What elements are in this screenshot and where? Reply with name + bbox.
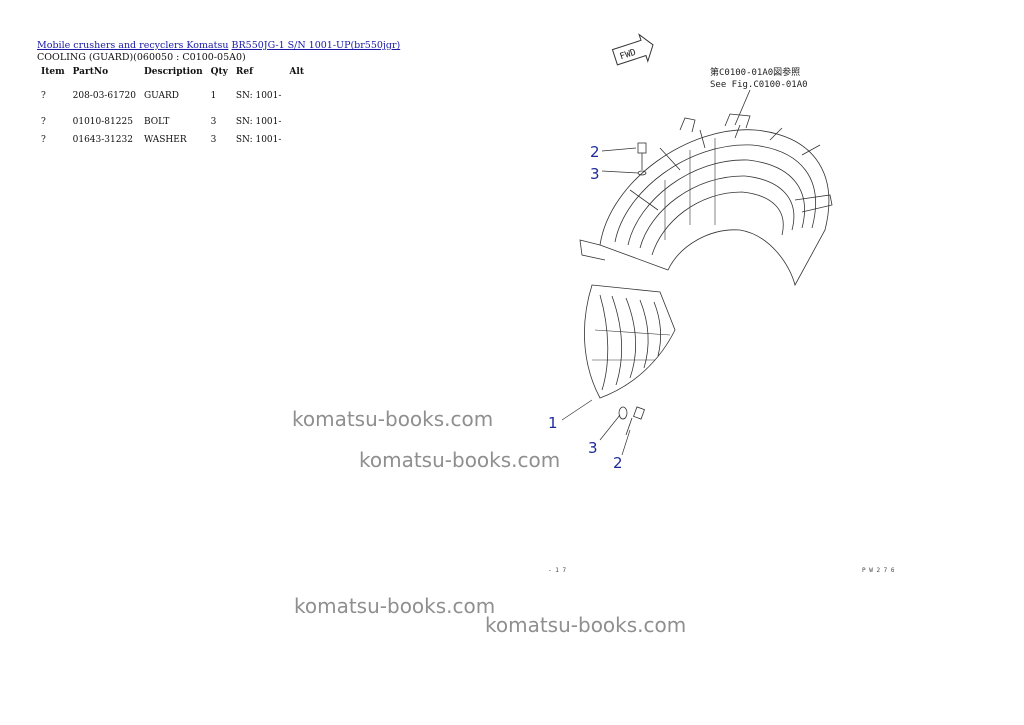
cell-alt <box>285 105 308 131</box>
breadcrumb-link-model[interactable]: BR550JG-1 S/N 1001-UP(br550jgr) <box>231 40 401 51</box>
column-header-qty: Qty <box>210 67 228 77</box>
table-row: ? 208-03-61720 GUARD 1 SN: 1001- <box>37 81 308 105</box>
parts-table: Item PartNo Description Qty Ref Alt ? 20… <box>37 65 308 149</box>
breadcrumb-link-catalog[interactable]: Mobile crushers and recyclers Komatsu <box>37 40 229 51</box>
cell-qty: 3 <box>210 135 217 145</box>
fwd-arrow-icon: FWD <box>611 33 654 66</box>
callout-leaders <box>561 147 639 456</box>
page-mark-right: P W 2 7 6 <box>862 567 895 574</box>
callout-2-bottom: 2 <box>613 454 623 472</box>
callout-2-top: 2 <box>590 143 600 161</box>
column-header-alt: Alt <box>289 67 304 77</box>
cell-description: BOLT <box>143 117 170 127</box>
reference-note-en: See Fig.C0100-01A0 <box>710 80 808 90</box>
cell-partno: 01643-31232 <box>72 135 133 145</box>
cell-ref: SN: 1001- <box>235 117 282 127</box>
table-header-row: Item PartNo Description Qty Ref Alt <box>37 65 308 81</box>
bolt-icon <box>625 142 647 436</box>
cell-description: GUARD <box>143 91 179 101</box>
cell-description: WASHER <box>143 135 187 145</box>
callout-1: 1 <box>548 414 558 432</box>
cell-alt <box>285 131 308 149</box>
cell-item: ? <box>41 91 46 101</box>
watermark: komatsu-books.com <box>359 448 561 472</box>
watermark: komatsu-books.com <box>485 613 687 637</box>
cell-item: ? <box>41 135 46 145</box>
page-title: COOLING (GUARD)(060050 : C0100-05A0) <box>37 52 246 63</box>
watermark: komatsu-books.com <box>294 594 496 618</box>
cell-ref: SN: 1001- <box>235 91 282 101</box>
page-mark-left: - 1 7 <box>548 567 566 574</box>
cell-qty: 3 <box>210 117 217 127</box>
lower-guard-drawing <box>584 284 676 399</box>
callout-3-bottom: 3 <box>588 439 598 457</box>
cell-ref: SN: 1001- <box>235 135 282 145</box>
cell-partno: 208-03-61720 <box>72 91 136 101</box>
column-header-partno: PartNo <box>72 67 109 77</box>
washer-icon <box>618 170 647 420</box>
cell-alt <box>285 81 308 105</box>
cell-partno: 01010-81225 <box>72 117 133 127</box>
leader-line <box>734 89 751 126</box>
breadcrumb: Mobile crushers and recyclers Komatsu BR… <box>37 40 400 51</box>
upper-guard-drawing <box>579 113 833 287</box>
reference-note-jp: 第C0100-01A0図参照 <box>710 66 800 78</box>
watermark: komatsu-books.com <box>292 407 494 431</box>
column-header-ref: Ref <box>235 67 253 77</box>
fwd-label: FWD <box>619 48 638 63</box>
column-header-item: Item <box>41 67 65 77</box>
column-header-description: Description <box>143 67 203 77</box>
table-row: ? 01643-31232 WASHER 3 SN: 1001- <box>37 131 308 149</box>
callout-3-top: 3 <box>590 165 600 183</box>
table-row: ? 01010-81225 BOLT 3 SN: 1001- <box>37 105 308 131</box>
cell-item: ? <box>41 117 46 127</box>
cell-qty: 1 <box>210 91 217 101</box>
parts-diagram: FWD 第C0100-01A0図参照 See Fig.C0100-01A0 <box>548 33 895 574</box>
